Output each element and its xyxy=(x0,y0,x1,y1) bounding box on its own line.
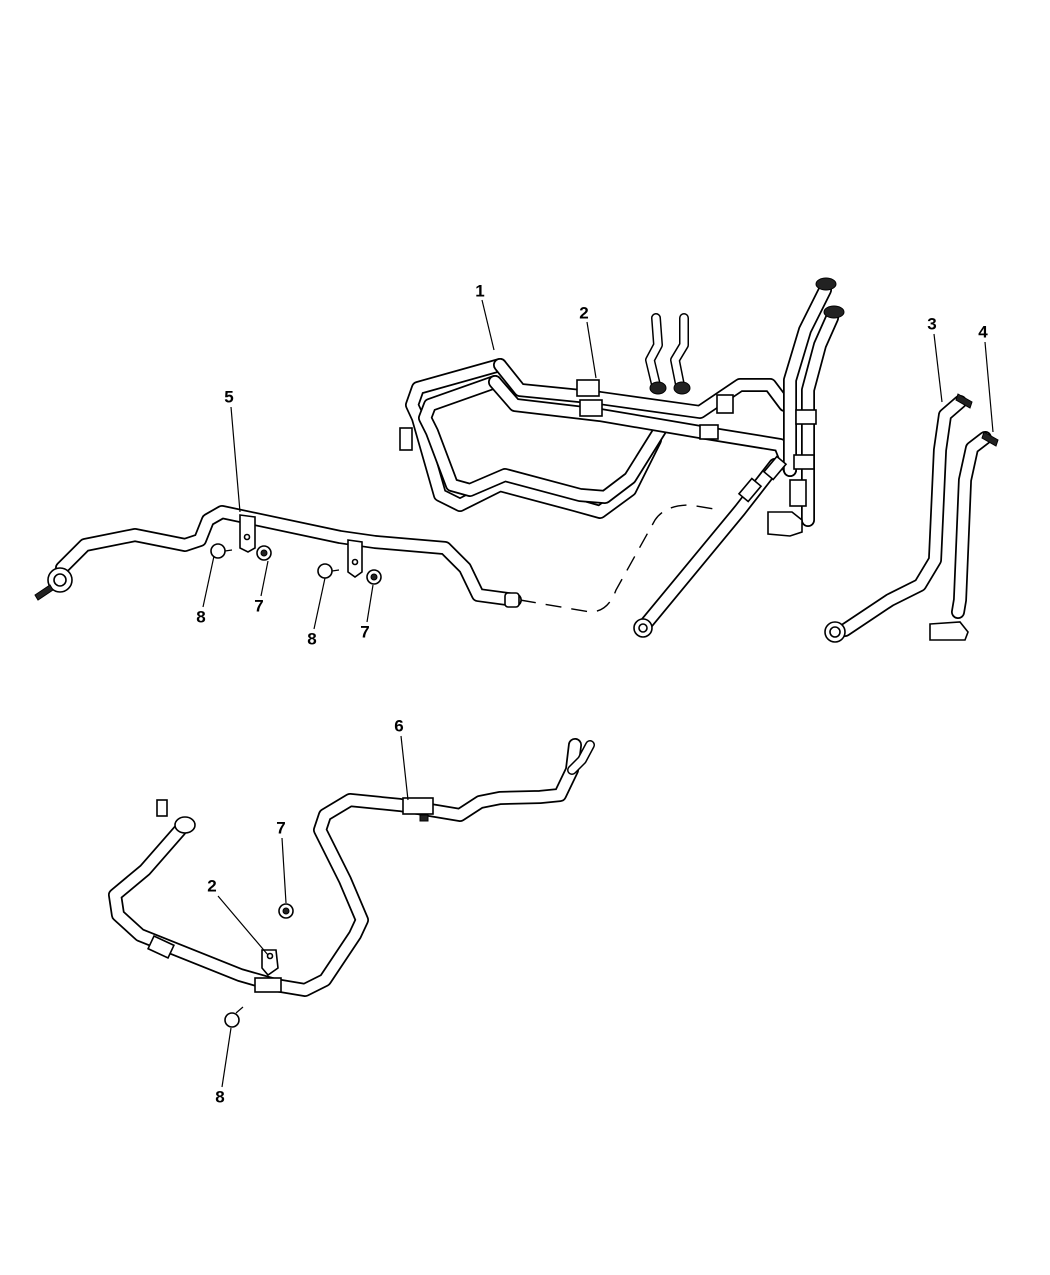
bolt-8 xyxy=(224,1006,244,1028)
leader-lines xyxy=(202,299,994,1088)
nut-7 xyxy=(366,569,382,585)
bolt-8 xyxy=(317,563,340,579)
callout-1: 1 xyxy=(475,281,485,301)
callout-8: 8 xyxy=(307,629,317,649)
callout-2: 2 xyxy=(207,876,217,896)
hose-4 xyxy=(929,431,999,641)
clamp xyxy=(793,454,815,470)
nut-7 xyxy=(256,545,272,561)
bolt-8 xyxy=(210,543,233,559)
callout-7: 7 xyxy=(276,818,286,838)
callout-7: 7 xyxy=(360,622,370,642)
clamp xyxy=(716,394,734,414)
callout-8: 8 xyxy=(215,1087,225,1107)
callout-3: 3 xyxy=(927,314,937,334)
connection-dashed-line xyxy=(519,504,721,613)
fasteners xyxy=(210,543,382,1028)
clamp xyxy=(795,409,817,425)
callout-7: 7 xyxy=(254,596,264,616)
nut-7 xyxy=(278,903,294,919)
bracket xyxy=(261,949,279,977)
callout-4: 4 xyxy=(978,322,988,342)
clamp xyxy=(579,399,603,417)
callout-8: 8 xyxy=(196,607,206,627)
callout-6: 6 xyxy=(394,716,404,736)
bracket xyxy=(239,514,256,553)
clamp xyxy=(699,424,719,440)
bracket xyxy=(347,539,363,578)
tube-assembly-6 xyxy=(108,738,595,997)
hose-3 xyxy=(824,393,973,643)
clamp xyxy=(576,379,600,397)
elbow-fitting xyxy=(929,621,969,641)
clamp xyxy=(402,797,434,815)
tube-assembly-5 xyxy=(34,505,522,608)
hose-assembly-1 xyxy=(399,277,845,638)
clamp xyxy=(399,427,413,451)
callout-5: 5 xyxy=(224,387,234,407)
callout-2: 2 xyxy=(579,303,589,323)
